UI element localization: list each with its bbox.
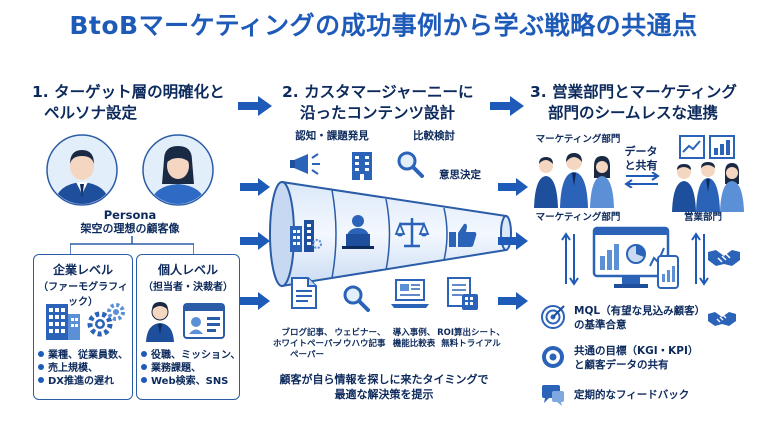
corporate-bullet: DX推進の遅れ [38, 375, 128, 388]
content-blog-line: ブログ記事、 [281, 328, 333, 338]
individual-bullet: Web検索、SNS [141, 375, 240, 388]
content-roi-line: ROI算出シート、 [437, 328, 505, 338]
funnel-input-arrow-mid [240, 232, 270, 250]
persona-connector [70, 236, 194, 256]
person-at-laptop-icon [342, 215, 374, 249]
sales-vertical-arrows [691, 232, 709, 286]
funnel-output-arrow-mid [498, 232, 528, 250]
data-share-label: データ と共有 [616, 145, 666, 173]
collab-item-feedback-line1: 定期的なフィードバック [574, 389, 690, 401]
person-with-profile-icon [146, 302, 225, 342]
content-webinar-line: ウェビナー、 [334, 328, 386, 338]
stage-awareness-label: 認知・課題発見 [295, 130, 369, 142]
funnel-output-arrow-bottom [498, 292, 528, 310]
persona-label: Persona [103, 208, 157, 222]
corporate-level-title: 企業レベル [52, 263, 113, 277]
data-share-line2: と共有 [624, 159, 658, 172]
corporate-bullet: 売上規模、 [38, 362, 128, 375]
magnifier-icon [397, 151, 424, 178]
funnel-input-arrow-top [240, 178, 270, 196]
section1-heading-line2: ペルソナ設定 [44, 104, 138, 122]
sales-team-icon [672, 162, 744, 212]
heading-arrow-2 [490, 96, 524, 116]
document-icon [291, 277, 317, 309]
journey-summary: 顧客が自ら情報を探しに来たタイミングで 最適な解決策を提示 [262, 372, 506, 402]
content-blog-line: ペーパー [290, 350, 324, 360]
dashboard-monitor-icon [592, 226, 679, 289]
content-case-study-line: 導入事例、 [392, 328, 436, 338]
corporate-bullet: 業種、従業員数、 [38, 349, 128, 362]
city-buildings-icon [290, 220, 322, 252]
megaphone-icon [290, 153, 320, 175]
scales-icon [394, 218, 430, 248]
individual-bullet-list: 役職、ミッション、 業務課題、 Web検索、SNS [141, 349, 240, 388]
collab-item-mql: MQL（有望な見込み顧客） の基準合意 [574, 304, 705, 332]
content-roi-label: ROI算出シート、 無料トライアル [436, 328, 506, 350]
collab-item-kgi: 共通の目標（KGI・KPI） と顧客データの共有 [574, 344, 698, 372]
roi-sheet-icon [447, 277, 478, 310]
individual-bullet: 役職、ミッション、 [141, 349, 240, 362]
content-blog-line: ホワイトペーパー [273, 339, 341, 349]
section3-heading: 3. 営業部門とマーケティング 部門のシームレスな連携 [530, 82, 737, 124]
stage-compare-label: 比較検討 [413, 130, 455, 142]
section3-heading-line2: 部門のシームレスな連携 [548, 104, 719, 122]
persona-subtitle: 架空の理想の顧客像 [80, 222, 180, 235]
content-case-study-line: 機能比較表 [392, 339, 436, 349]
marketing-dept-mid-label: マーケティング部門 [535, 212, 621, 223]
journey-summary-line1: 顧客が自ら情報を探しに来たタイミングで [279, 373, 489, 386]
individual-bullet: 業務課題、 [141, 362, 240, 375]
marketing-dept-top-label: マーケティング部門 [535, 134, 621, 145]
search-magnifier-icon [343, 285, 370, 312]
page-title: BtoBマーケティングの成功事例から学ぶ戦略の共通点 [69, 11, 698, 40]
collab-item-mql-line2: の基準合意 [574, 319, 627, 331]
thumbs-up-icon [449, 223, 477, 247]
collab-item-kgi-line1: 共通の目標（KGI・KPI） [574, 345, 699, 357]
funnel-input-arrow-bottom [240, 292, 270, 310]
section2-heading-line2: 沿ったコンテンツ設計 [300, 104, 456, 122]
collab-item-feedback: 定期的なフィードバック [574, 388, 689, 402]
sales-dept-mid-label: 営業部門 [683, 212, 722, 223]
section2-heading: 2. カスタマージャーニーに 沿ったコンテンツ設計 [282, 82, 474, 124]
collab-item-kgi-line2: と顧客データの共有 [574, 359, 669, 371]
persona-female-avatar [142, 134, 214, 206]
section3-heading-line1: 3. 営業部門とマーケティング [530, 83, 737, 101]
building-icon [46, 304, 80, 340]
marketing-vertical-arrows [561, 232, 579, 286]
content-roi-line: 無料トライアル [441, 339, 501, 349]
stage-decision-label: 意思決定 [439, 169, 481, 181]
section1-heading-line1: 1. ターゲット層の明確化と [32, 83, 225, 101]
handshake-icon [708, 250, 740, 266]
goal-target-icon [542, 346, 564, 368]
individual-level-subtitle: （担当者・決裁者） [143, 282, 233, 293]
section2-heading-line1: 2. カスタマージャーニーに [282, 83, 474, 101]
heading-arrow-1 [238, 96, 272, 116]
collab-item-mql-line1: MQL（有望な見込み顧客） [574, 305, 706, 317]
handshake-small-icon [708, 312, 736, 326]
feedback-chat-icon [542, 385, 564, 406]
content-blog-label: ブログ記事、 ホワイトペーパー ペーパー [272, 328, 342, 361]
journey-summary-line2: 最適な解決策を提示 [334, 388, 434, 401]
data-share-arrows [624, 172, 660, 188]
target-icon [541, 305, 565, 329]
office-building-icon [352, 152, 372, 180]
data-share-line1: データ [624, 145, 658, 158]
individual-level-title: 個人レベル [157, 263, 218, 277]
corporate-level-subtitle: （ファーモグラフィック） [38, 282, 128, 308]
gears-icon [87, 303, 125, 337]
content-webinar-line: ノウハウ記事 [334, 339, 386, 349]
corporate-bullet-list: 業種、従業員数、 売上規模、 DX推進の遅れ [38, 349, 128, 388]
section1-heading: 1. ターゲット層の明確化と ペルソナ設定 [32, 82, 225, 124]
funnel-output-arrow-top [498, 178, 528, 196]
persona-male-avatar [46, 134, 118, 206]
content-webinar-label: ウェビナー、 ノウハウ記事 [328, 328, 392, 350]
content-case-study-label: 導入事例、 機能比較表 [384, 328, 444, 350]
chart-board-icon [679, 135, 735, 159]
marketing-team-icon [534, 153, 614, 208]
laptop-case-study-icon [391, 279, 429, 308]
